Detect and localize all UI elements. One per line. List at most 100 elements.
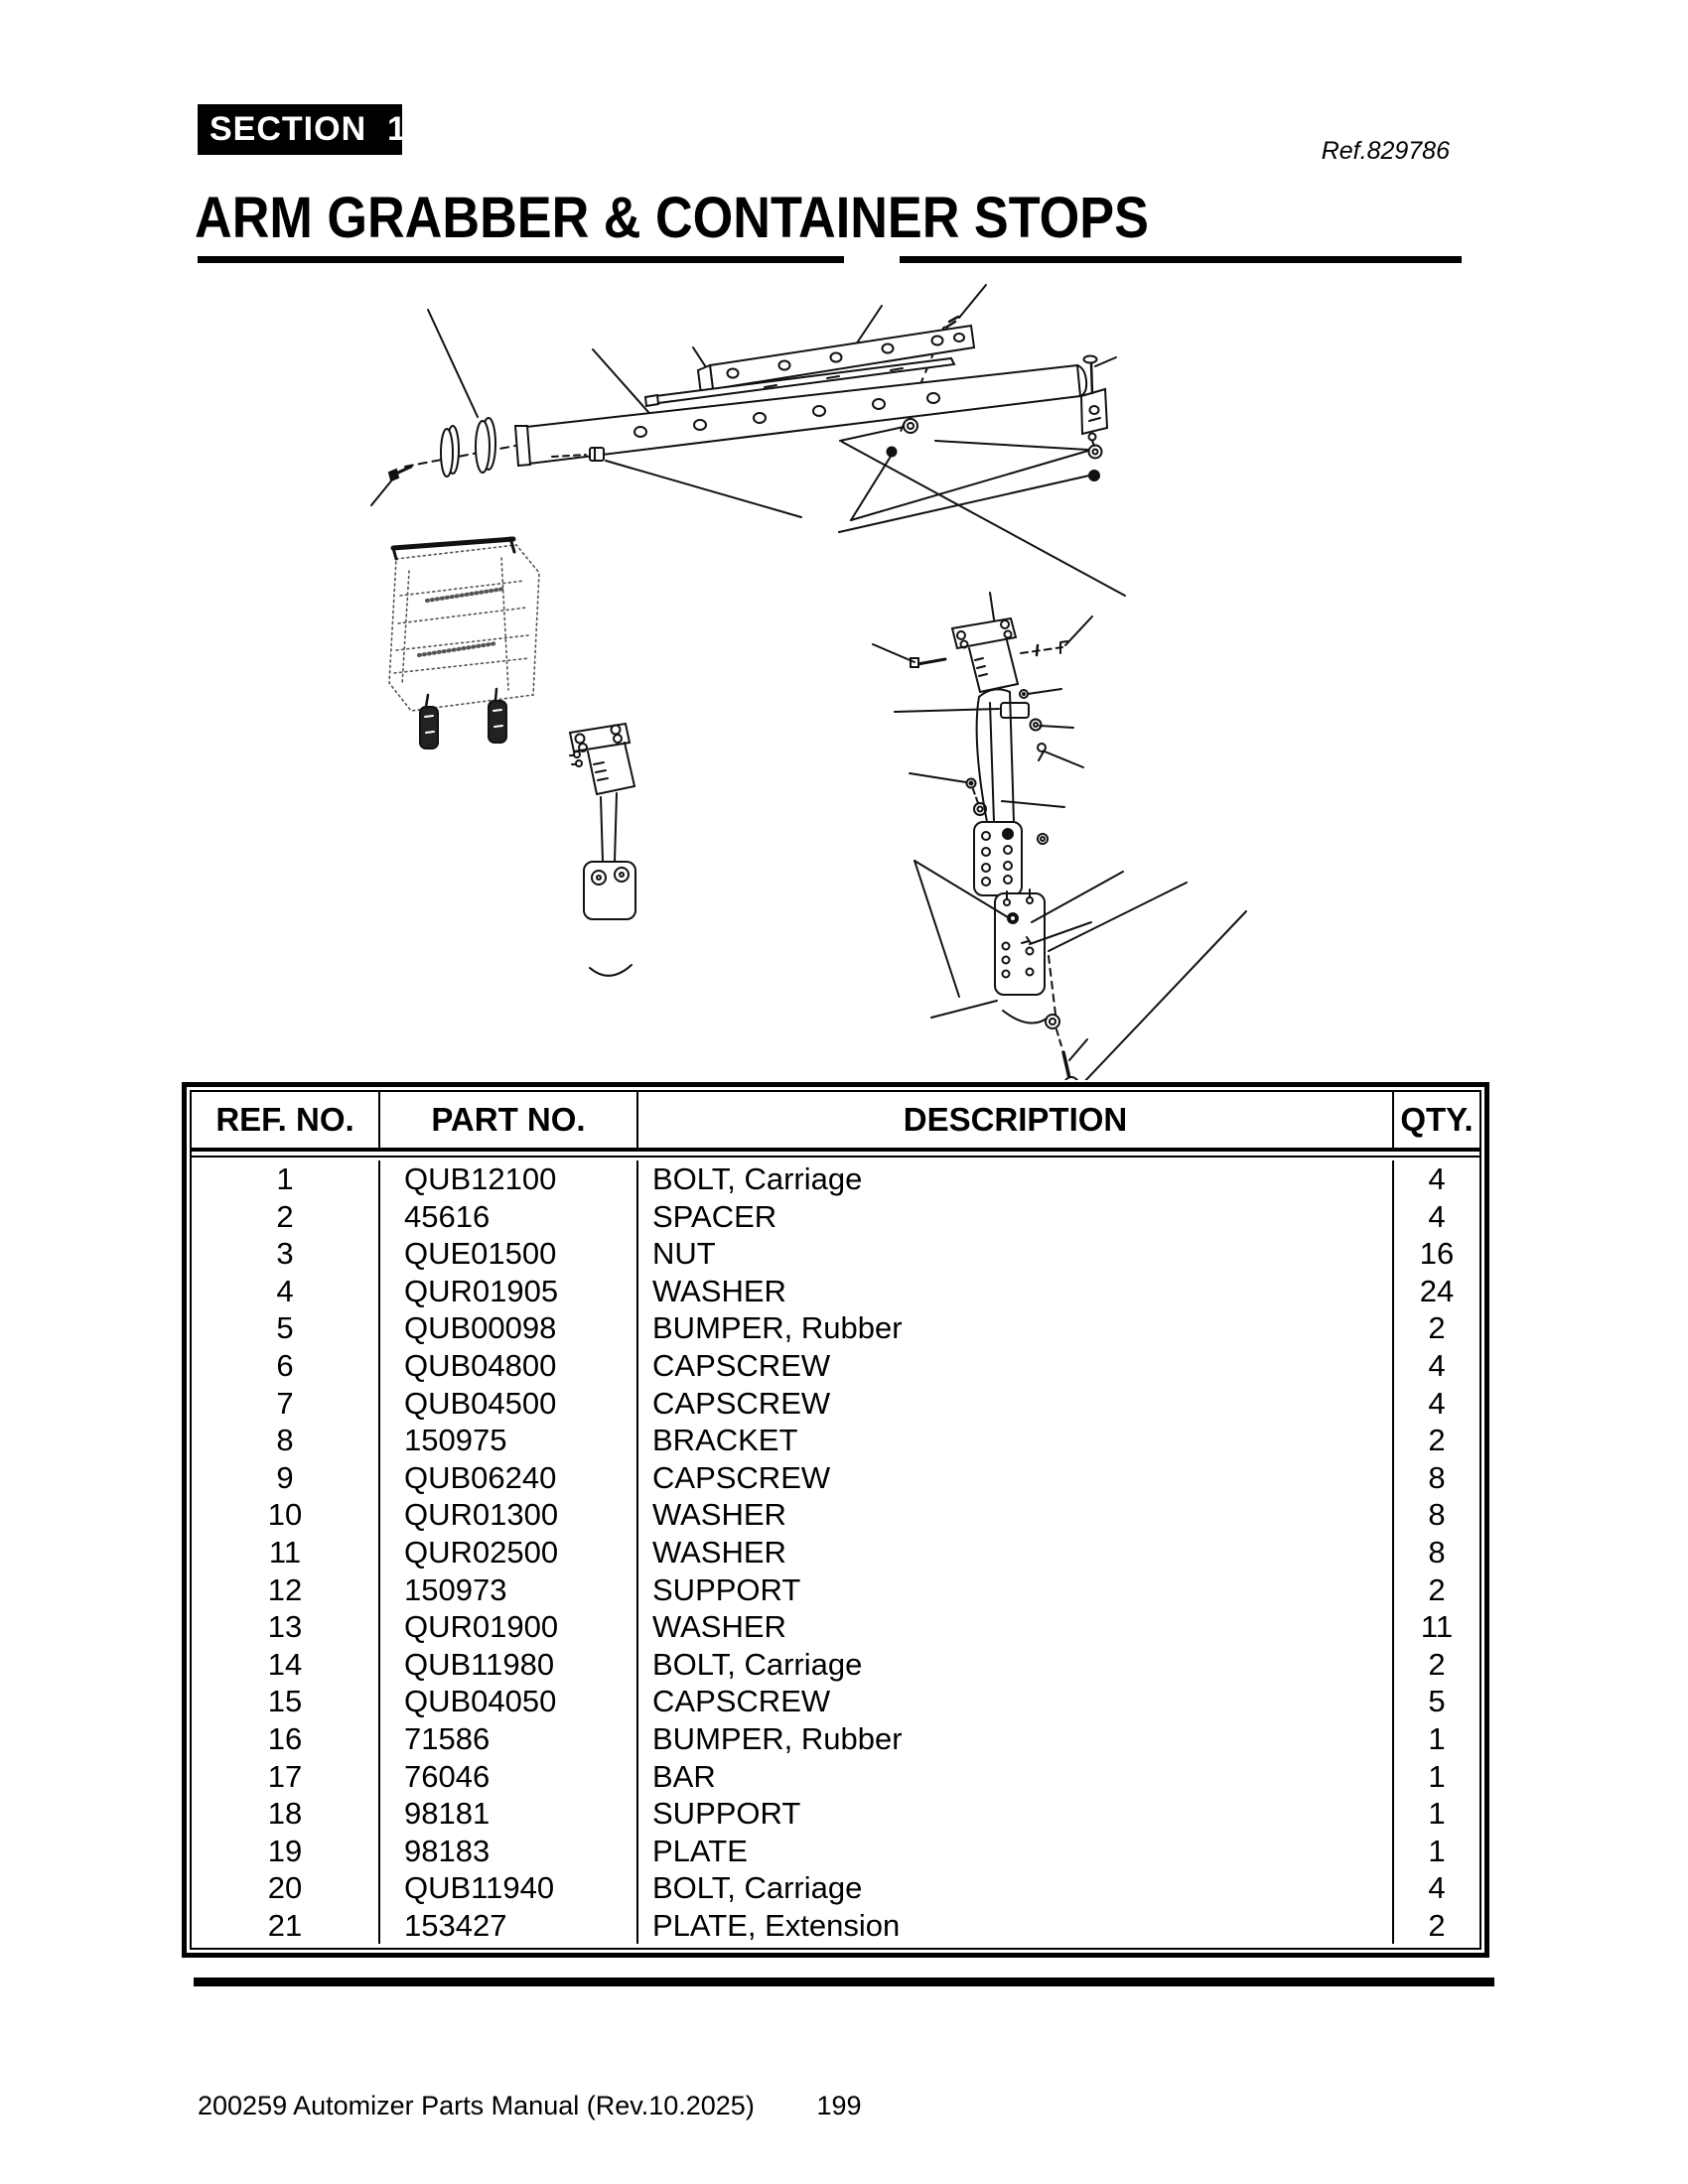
ref-no-cell: 14 (192, 1645, 380, 1684)
part-no-cell: QUB04500 (380, 1384, 638, 1423)
description-cell: CAPSCREW (638, 1458, 1394, 1497)
qty-cell: 1 (1428, 1833, 1446, 1868)
grabber-arm-right (872, 592, 1247, 1080)
description-cell: WASHER (638, 1608, 1394, 1646)
qty-cell: 2 (1428, 1907, 1446, 1943)
ref-no-cell: 7 (192, 1384, 380, 1423)
description-cell: BAR (638, 1757, 1394, 1796)
ref-no-cell: 20 (192, 1869, 380, 1907)
part-no-cell: QUE01500 (380, 1235, 638, 1273)
description-cell: PLATE (638, 1832, 1394, 1870)
parts-table-header: REF. NO. PART NO. DESCRIPTION QTY. (192, 1092, 1479, 1152)
ref-no-cell: 6 (192, 1346, 380, 1385)
qty-cell: 5 (1428, 1684, 1446, 1719)
description-cell: BOLT, Carriage (638, 1869, 1394, 1907)
ref-no-cell: 12 (192, 1570, 380, 1609)
top-bar-assembly (370, 284, 1126, 597)
part-no-cell: 98181 (380, 1795, 638, 1833)
part-no-cell: 150973 (380, 1570, 638, 1609)
qty-cell: 2 (1428, 1310, 1446, 1346)
description-cell: BUMPER, Rubber (638, 1719, 1394, 1758)
part-no-cell: 150975 (380, 1422, 638, 1459)
qty-cell: 4 (1428, 1870, 1446, 1906)
description-cell: NUT (638, 1235, 1394, 1273)
exploded-parts-diagram (370, 284, 1247, 1080)
ref-no-cell: 1 (192, 1160, 380, 1198)
ref-no-cell: 5 (192, 1309, 380, 1347)
qty-cell: 8 (1428, 1534, 1446, 1570)
part-no-cell: QUR02500 (380, 1533, 638, 1571)
ref-no-cell: 21 (192, 1906, 380, 1945)
part-no-cell: 98183 (380, 1832, 638, 1870)
header-part-no: PART NO. (380, 1092, 638, 1148)
description-cell: BOLT, Carriage (638, 1645, 1394, 1684)
description-cell: BOLT, Carriage (638, 1160, 1394, 1198)
part-no-cell: QUB06240 (380, 1458, 638, 1497)
page-title: ARM GRABBER & CONTAINER STOPS (195, 186, 1149, 250)
qty-cell: 2 (1428, 1646, 1446, 1682)
part-no-cell: QUR01300 (380, 1496, 638, 1534)
qty-cell: 1 (1428, 1758, 1446, 1794)
part-no-cell: QUR01900 (380, 1608, 638, 1646)
part-no-cell: 153427 (380, 1906, 638, 1945)
ref-no-cell: 19 (192, 1832, 380, 1870)
ref-no-cell: 16 (192, 1719, 380, 1758)
description-cell: WASHER (638, 1533, 1394, 1571)
description-cell: WASHER (638, 1496, 1394, 1534)
qty-cell: 2 (1428, 1423, 1446, 1458)
qty-cell: 4 (1428, 1347, 1446, 1383)
description-cell: PLATE, Extension (638, 1906, 1394, 1945)
ref-no-cell: 11 (192, 1533, 380, 1571)
footer-rule (194, 1978, 1494, 1986)
qty-cell: 4 (1428, 1161, 1446, 1196)
ref-no-cell: 2 (192, 1197, 380, 1236)
description-cell: BRACKET (638, 1422, 1394, 1459)
part-no-cell: QUB11980 (380, 1645, 638, 1684)
grabber-arm-left (568, 722, 636, 977)
footer-page-number: 199 (816, 2091, 862, 2120)
qty-cell: 4 (1428, 1385, 1446, 1421)
section-label: SECTION 1 (198, 104, 406, 155)
qty-cell: 2 (1428, 1571, 1446, 1607)
qty-cell: 11 (1420, 1609, 1454, 1645)
qty-cell: 24 (1419, 1273, 1455, 1308)
qty-cell: 8 (1428, 1497, 1446, 1533)
description-cell: BUMPER, Rubber (638, 1309, 1394, 1347)
part-no-cell: 71586 (380, 1719, 638, 1758)
description-cell: SUPPORT (638, 1795, 1394, 1833)
description-cell: SPACER (638, 1197, 1394, 1236)
part-no-cell: QUB00098 (380, 1309, 638, 1347)
ref-no-cell: 13 (192, 1608, 380, 1646)
title-rule-left (198, 256, 844, 263)
ghost-container-solid-parts (390, 536, 516, 750)
ghost-container (388, 544, 540, 712)
ref-no-cell: 8 (192, 1422, 380, 1459)
description-cell: SUPPORT (638, 1570, 1394, 1609)
part-no-cell: 76046 (380, 1757, 638, 1796)
description-cell: CAPSCREW (638, 1384, 1394, 1423)
description-cell: CAPSCREW (638, 1346, 1394, 1385)
part-no-cell: QUB12100 (380, 1160, 638, 1198)
description-cell: WASHER (638, 1272, 1394, 1310)
title-rule-right (900, 256, 1462, 263)
ref-no-cell: 3 (192, 1235, 380, 1273)
ref-no-cell: 10 (192, 1496, 380, 1534)
ref-no-cell: 9 (192, 1458, 380, 1497)
reference-number: Ref.829786 (1321, 137, 1450, 165)
ref-no-cell: 15 (192, 1683, 380, 1720)
